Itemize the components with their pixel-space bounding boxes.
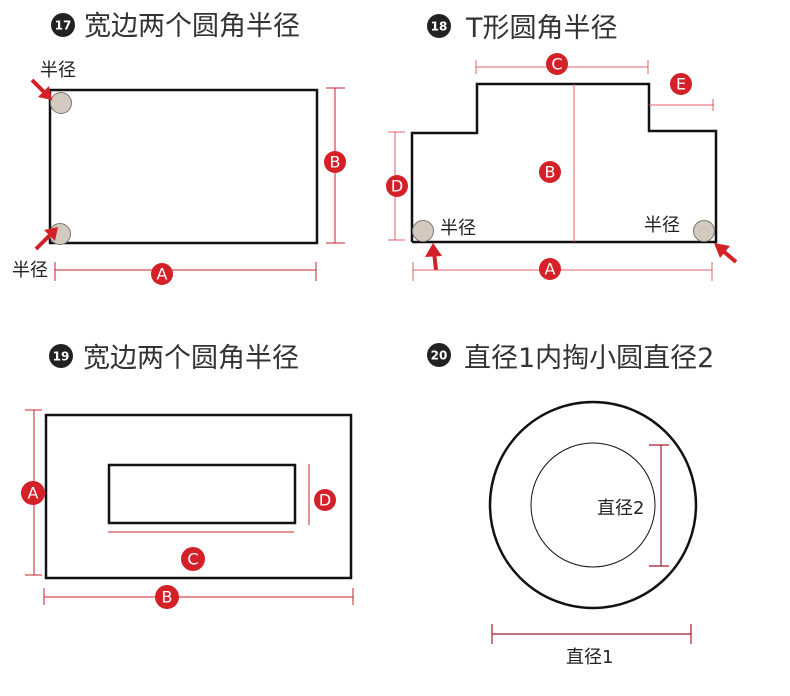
panel-18: 18 T形圆角半径 半径 半径 C [386,13,738,281]
diameter-2-label: 直径2 [597,498,644,519]
outer-circle [488,400,698,610]
number-badge-17: 17 [51,13,75,37]
svg-text:E: E [676,75,686,94]
dimension-badge-b: B [539,161,561,183]
corner-radius-circle-top [50,92,72,114]
svg-text:18: 18 [431,20,448,34]
dimension-badge-a: A [539,258,561,280]
dimension-line-b [43,588,354,605]
dimension-line-diameter-1 [491,624,692,644]
corner-radius-circle-left [412,220,434,242]
dimension-badge-d: D [386,175,408,197]
dimension-badge-a: A [21,481,45,505]
svg-text:17: 17 [55,19,72,33]
panel-20: 20 直径1内掏小圆直径2 直径2 直径1 [427,343,714,668]
svg-text:A: A [157,265,168,284]
outer-rectangle [44,413,353,580]
dimension-line-a [412,262,713,281]
corner-radius-circle-right [693,220,715,242]
inner-rectangle-cutout [107,463,297,525]
number-badge-20: 20 [427,343,451,367]
panel-title: T形圆角半径 [465,13,618,44]
dimension-badge-a: A [151,263,173,285]
dimension-line-diameter-2 [649,444,669,567]
dimension-badge-c: C [546,53,568,75]
panel-17: 17 宽边两个圆角半径 半径 半径 A [12,11,346,285]
radius-label-left: 半径 [440,218,476,239]
svg-text:20: 20 [431,349,448,363]
svg-text:A: A [545,260,556,279]
svg-text:C: C [187,550,198,569]
number-badge-19: 19 [49,344,73,368]
dimension-badge-b: B [324,151,346,173]
panel-title: 宽边两个圆角半径 [84,11,300,42]
svg-text:19: 19 [53,350,70,364]
svg-text:B: B [545,163,556,182]
panel-19: 19 宽边两个圆角半径 A B C [21,343,354,609]
dimension-line-e [649,99,714,111]
inner-circle-cutout [530,442,656,568]
arrow-icon-top [30,78,52,100]
number-badge-18: 18 [427,14,451,38]
panel-title: 直径1内掏小圆直径2 [464,343,714,374]
svg-text:C: C [551,55,562,74]
outer-rectangle [48,88,319,245]
dimension-badge-d: D [314,489,336,511]
diameter-1-label: 直径1 [566,647,613,668]
t-shape-outline [410,82,718,244]
arrow-icon-bottom [34,227,58,251]
arrow-icon-left [425,243,442,271]
radius-label-bottom: 半径 [12,260,48,281]
svg-text:B: B [330,153,341,172]
svg-text:B: B [162,588,173,607]
dimension-line-a [54,262,317,281]
dimension-badge-e: E [670,73,692,95]
svg-text:D: D [319,491,331,510]
arrow-icon-right [714,243,738,264]
svg-text:A: A [28,484,39,503]
svg-text:D: D [391,177,403,196]
dimension-badge-c: C [181,547,205,571]
dimension-badge-b: B [155,585,179,609]
radius-label-top: 半径 [40,60,76,81]
radius-label-right: 半径 [644,215,680,236]
panel-title: 宽边两个圆角半径 [83,343,299,374]
